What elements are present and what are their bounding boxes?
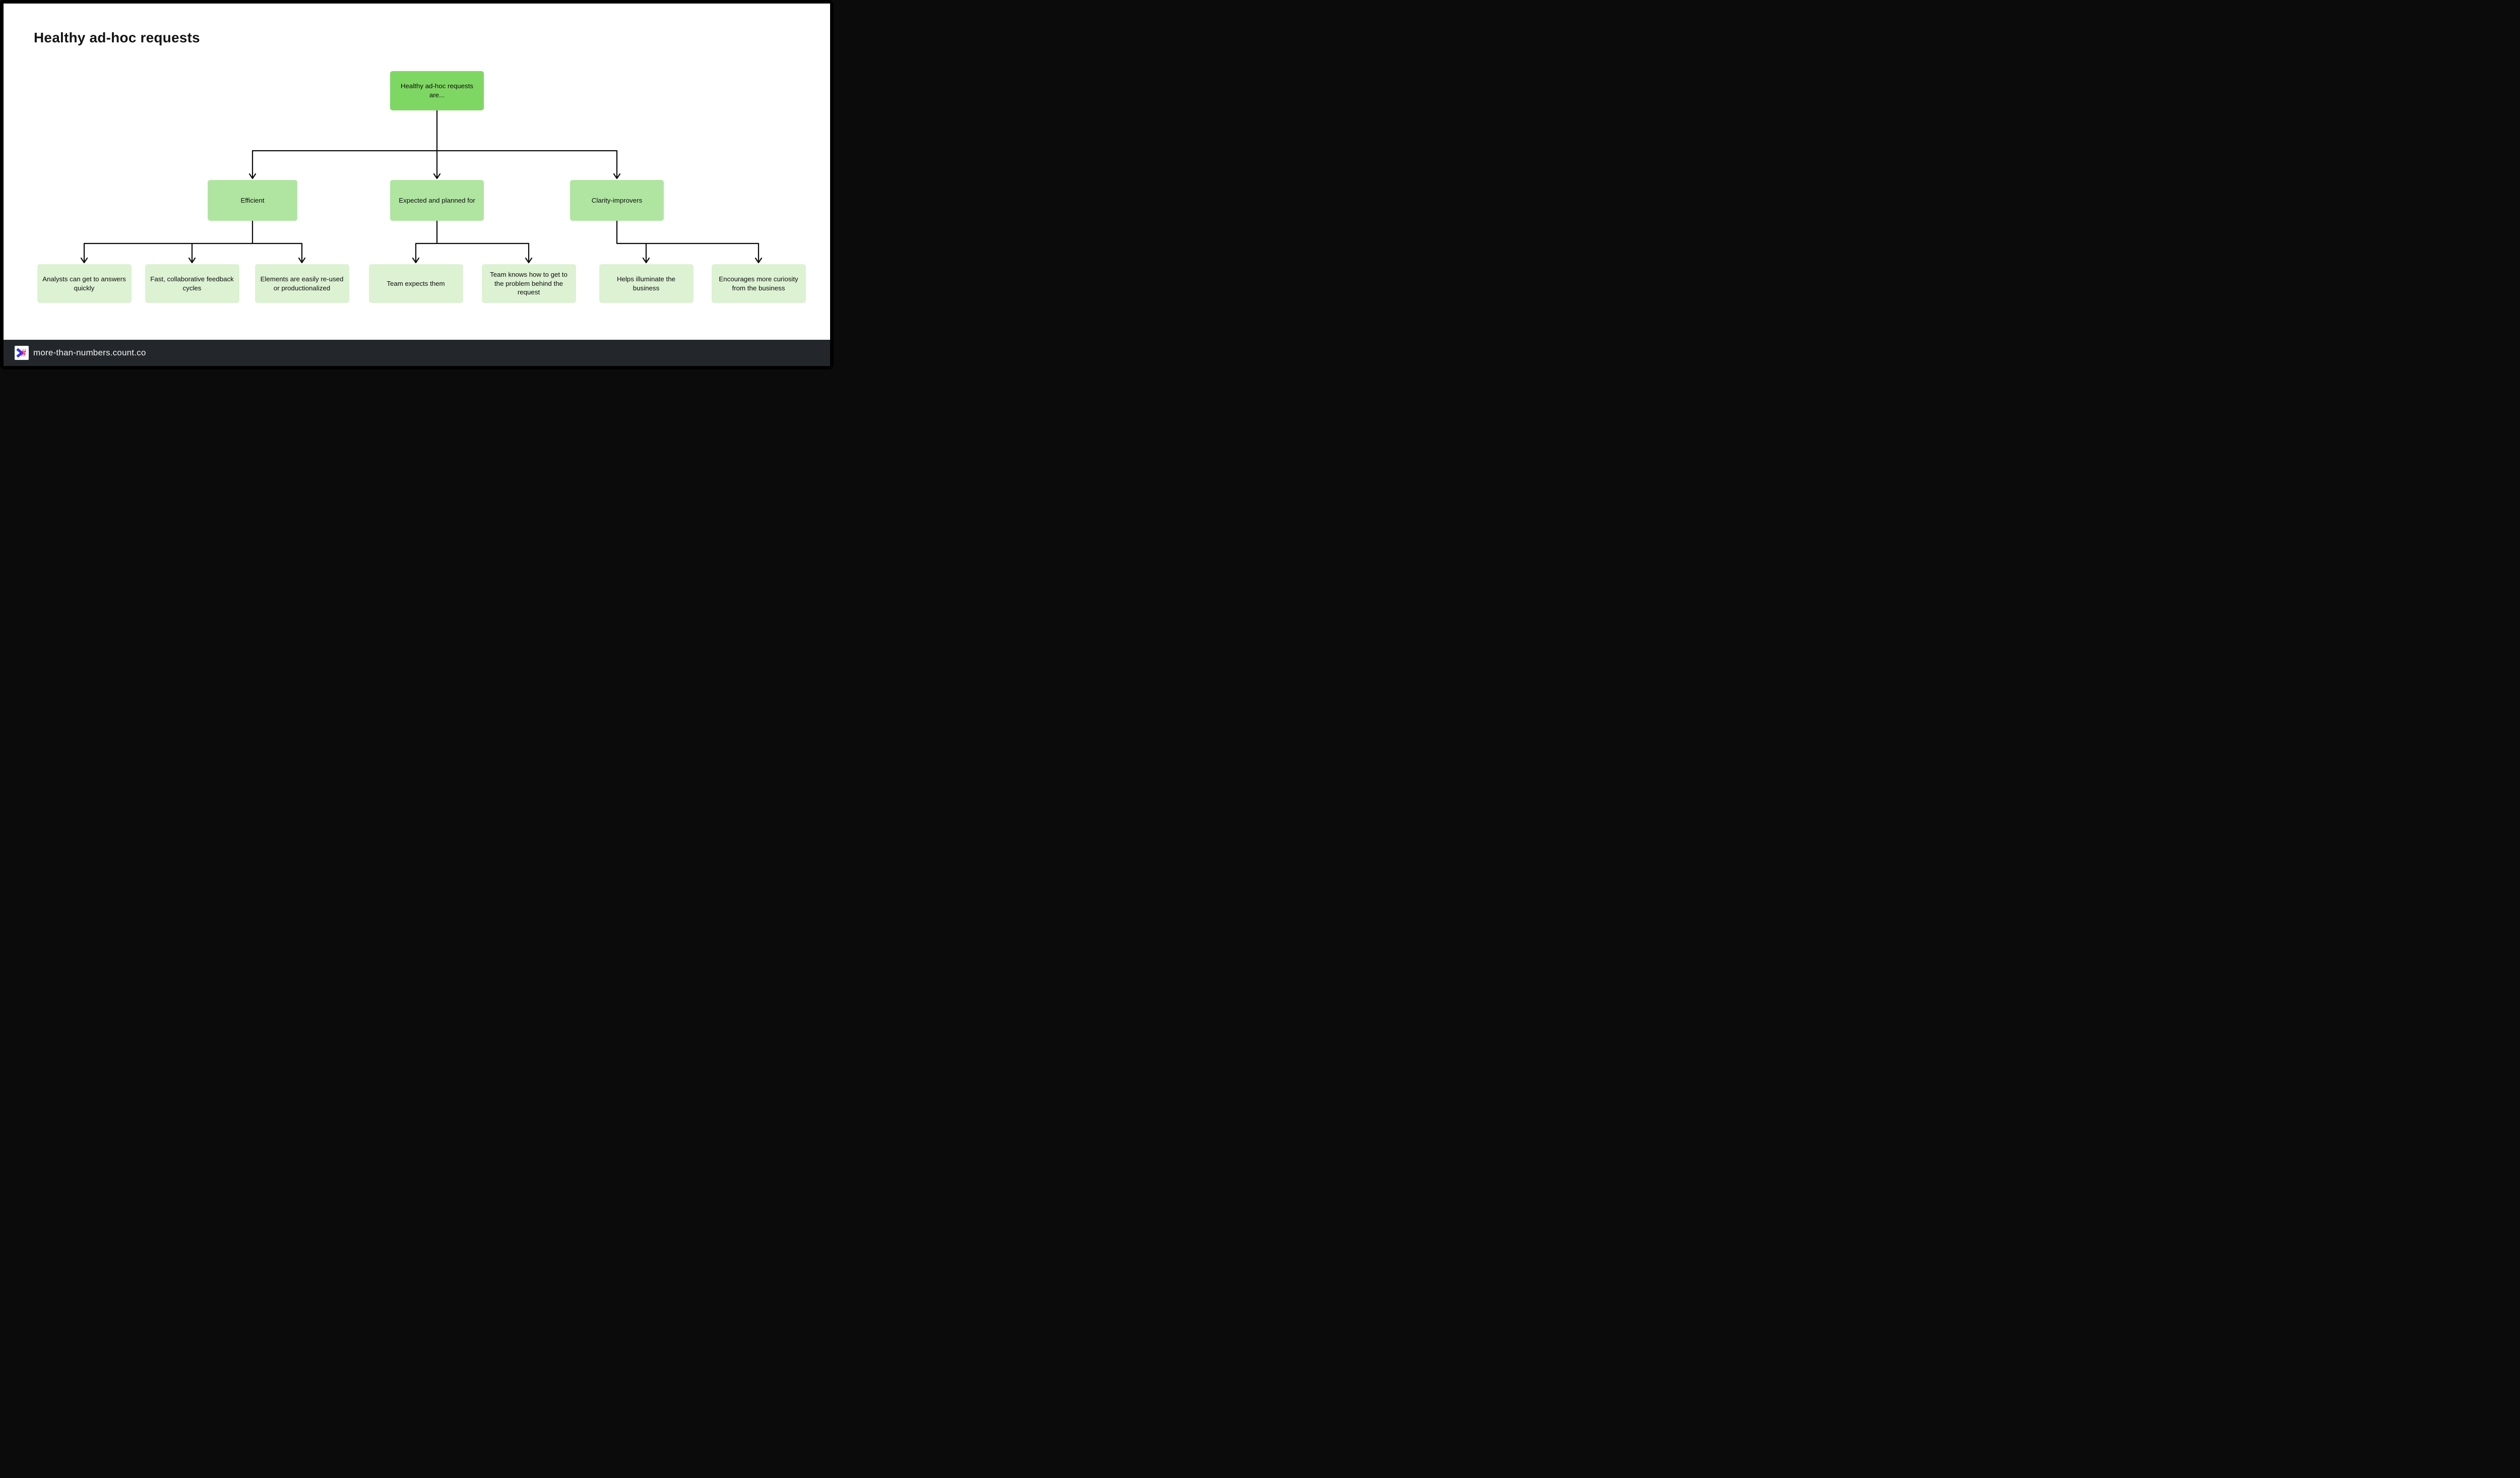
- node-label: Expected and planned for: [399, 196, 475, 204]
- node-label: Analysts can get to answers quickly: [42, 275, 126, 292]
- footer-url: more-than-numbers.count.co: [33, 348, 146, 357]
- node-leaf-curiosity[interactable]: Encourages more curiosity from the busin…: [711, 264, 806, 303]
- node-leaf-answers[interactable]: Analysts can get to answers quickly: [37, 264, 132, 303]
- count-logo[interactable]: #: [15, 346, 29, 360]
- node-leaf-feedback[interactable]: Fast, collaborative feedback cycles: [145, 264, 239, 303]
- report-canvas: Healthy ad-hoc requests Healthy ad-hoc r…: [4, 4, 830, 366]
- page-frame: Healthy ad-hoc requests Healthy ad-hoc r…: [0, 0, 834, 370]
- node-label: Efficient: [240, 196, 265, 204]
- node-leaf-problem[interactable]: Team knows how to get to the problem beh…: [481, 264, 576, 303]
- node-leaf-expects[interactable]: Team expects them: [368, 264, 463, 303]
- node-clarity[interactable]: Clarity-improvers: [570, 180, 664, 221]
- node-expected[interactable]: Expected and planned for: [390, 180, 484, 221]
- chevron-right-icon: [16, 348, 24, 358]
- footer-bar: # more-than-numbers.count.co: [4, 340, 830, 366]
- count-logo-glyphs: #: [16, 348, 27, 359]
- node-efficient[interactable]: Efficient: [208, 180, 297, 221]
- hash-icon: #: [21, 348, 27, 359]
- node-label: Fast, collaborative feedback cycles: [150, 275, 234, 292]
- node-leaf-illuminate[interactable]: Helps illuminate the business: [599, 264, 694, 303]
- node-label: Clarity-improvers: [591, 196, 643, 204]
- node-label: Helps illuminate the business: [616, 275, 676, 292]
- page-title: Healthy ad-hoc requests: [34, 30, 200, 45]
- node-label: Encourages more curiosity from the busin…: [719, 275, 798, 292]
- node-label: Elements are easily re-used or productio…: [260, 275, 344, 292]
- node-root[interactable]: Healthy ad-hoc requests are...: [390, 71, 484, 110]
- node-leaf-reused[interactable]: Elements are easily re-used or productio…: [255, 264, 349, 303]
- node-label: Team expects them: [387, 279, 445, 287]
- node-label: Team knows how to get to the problem beh…: [490, 271, 568, 296]
- node-label: Healthy ad-hoc requests are...: [400, 82, 474, 99]
